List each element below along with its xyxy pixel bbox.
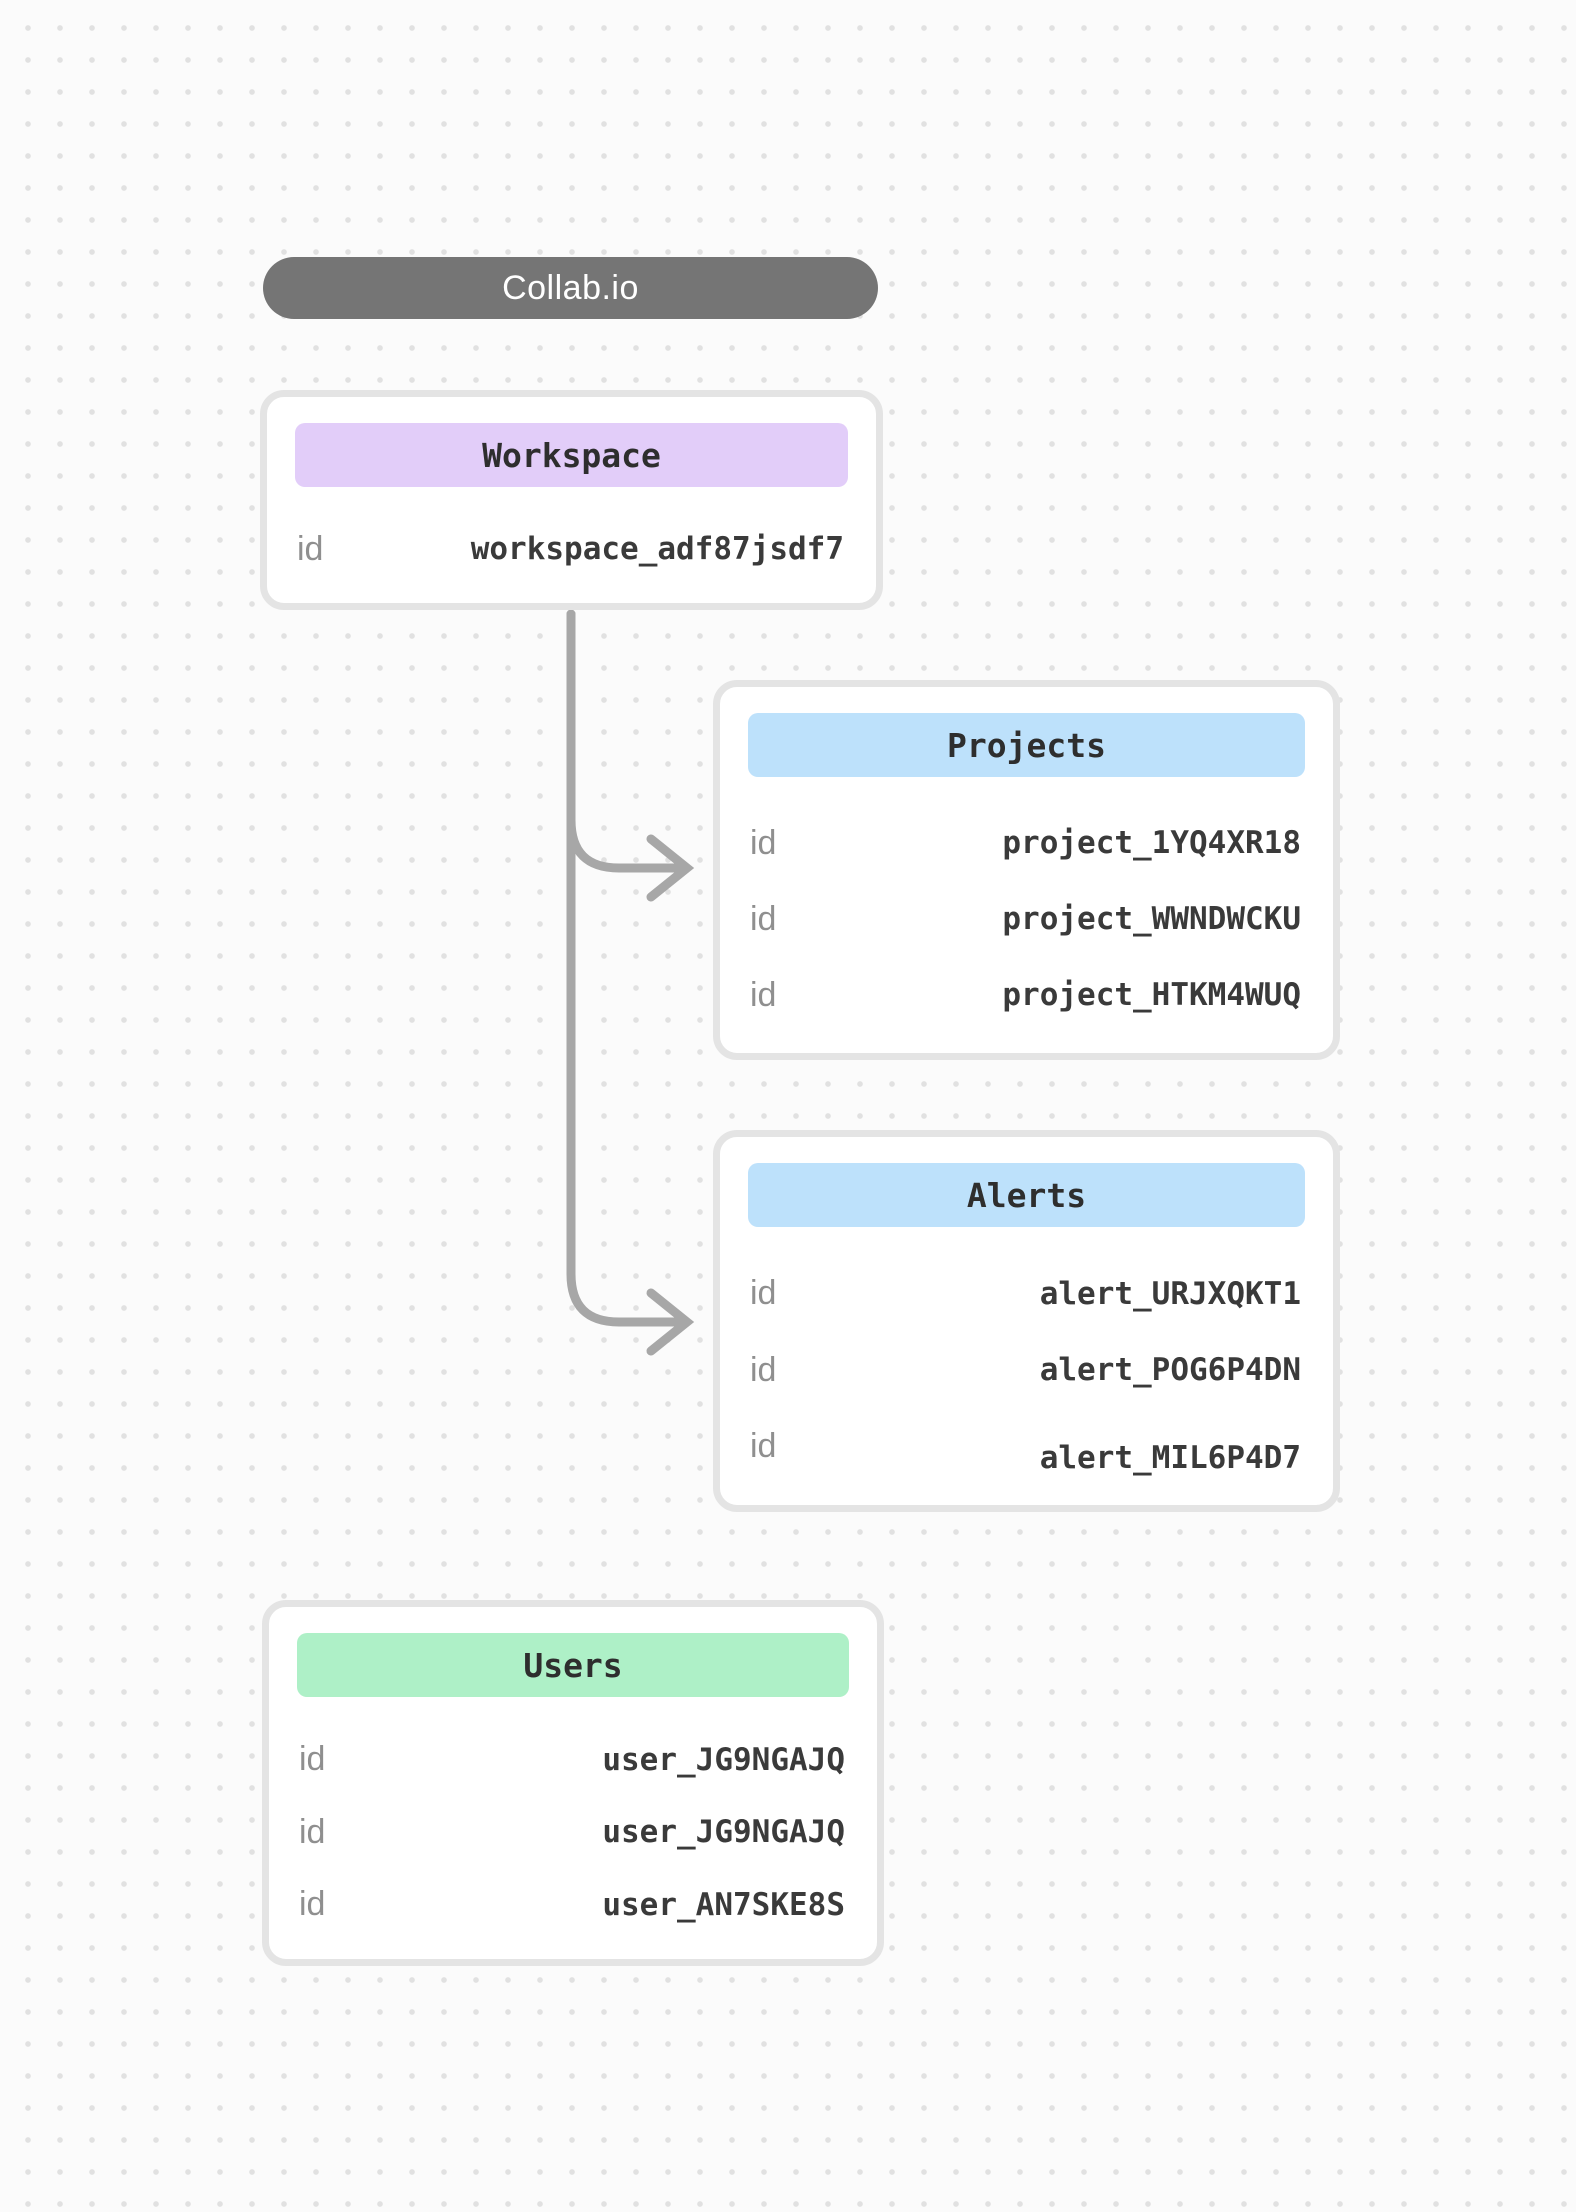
field-row: id user_JG9NGAJQ <box>269 1736 877 1784</box>
edge-arrowhead-icon <box>646 1288 695 1356</box>
node-title: Alerts <box>966 1175 1087 1215</box>
field-row: id workspace_adf87jsdf7 <box>267 525 876 573</box>
alerts-node[interactable]: Alerts id alert_URJXQKT1 id alert_POG6P4… <box>713 1130 1340 1512</box>
node-fields: id user_JG9NGAJQ id user_JG9NGAJQ id use… <box>269 1697 877 1959</box>
field-row: id project_1YQ4XR18 <box>720 819 1333 867</box>
field-value: user_JG9NGAJQ <box>602 1814 845 1850</box>
node-fields: id project_1YQ4XR18 id project_WWNDWCKU … <box>720 777 1333 1053</box>
projects-node-header: Projects <box>748 713 1305 777</box>
field-key: id <box>299 1885 326 1923</box>
field-row: id alert_URJXQKT1 <box>720 1270 1333 1318</box>
field-value: alert_URJXQKT1 <box>1039 1275 1301 1312</box>
node-title: Workspace <box>482 435 661 475</box>
field-row: id user_AN7SKE8S <box>269 1881 877 1929</box>
field-row: id project_WWNDWCKU <box>720 895 1333 943</box>
field-row: id project_HTKM4WUQ <box>720 971 1333 1019</box>
field-value: user_JG9NGAJQ <box>602 1741 845 1778</box>
node-title: Users <box>523 1645 623 1685</box>
field-key: id <box>299 1812 326 1851</box>
projects-node[interactable]: Projects id project_1YQ4XR18 id project_… <box>713 680 1340 1060</box>
field-value: project_WWNDWCKU <box>1002 901 1301 937</box>
field-key: id <box>750 1427 777 1465</box>
node-fields: id workspace_adf87jsdf7 <box>267 487 876 603</box>
field-row: id user_JG9NGAJQ <box>269 1808 877 1856</box>
node-title: Projects <box>947 725 1106 765</box>
field-value: workspace_adf87jsdf7 <box>470 531 844 567</box>
field-key: id <box>750 1274 777 1312</box>
field-row: id alert_MIL6P4D7 <box>720 1423 1333 1476</box>
field-key: id <box>750 1350 777 1389</box>
field-key: id <box>750 899 777 938</box>
workspace-node-header: Workspace <box>295 423 848 487</box>
edge-arrowhead-icon <box>646 834 695 902</box>
alerts-node-header: Alerts <box>748 1163 1305 1227</box>
field-row: id alert_POG6P4DN <box>720 1346 1333 1394</box>
field-value: alert_POG6P4DN <box>1039 1352 1301 1388</box>
field-key: id <box>750 975 777 1014</box>
field-value: project_HTKM4WUQ <box>1002 977 1301 1013</box>
field-value: user_AN7SKE8S <box>602 1886 845 1923</box>
edge-workspace-projects <box>566 609 695 902</box>
users-node[interactable]: Users id user_JG9NGAJQ id user_JG9NGAJQ … <box>262 1600 884 1966</box>
field-key: id <box>750 823 777 862</box>
workspace-node[interactable]: Workspace id workspace_adf87jsdf7 <box>260 390 883 610</box>
node-fields: id alert_URJXQKT1 id alert_POG6P4DN id a… <box>720 1227 1333 1505</box>
app-title: Collab.io <box>502 268 639 307</box>
edge-workspace-alerts <box>566 609 695 1356</box>
edge-line <box>566 609 681 873</box>
field-key: id <box>299 1740 326 1778</box>
edge-line <box>566 609 681 1327</box>
users-node-header: Users <box>297 1633 849 1697</box>
field-key: id <box>297 529 324 568</box>
field-value: project_1YQ4XR18 <box>1002 825 1301 861</box>
app-title-node[interactable]: Collab.io <box>263 257 878 319</box>
field-value: alert_MIL6P4D7 <box>1039 1439 1301 1476</box>
